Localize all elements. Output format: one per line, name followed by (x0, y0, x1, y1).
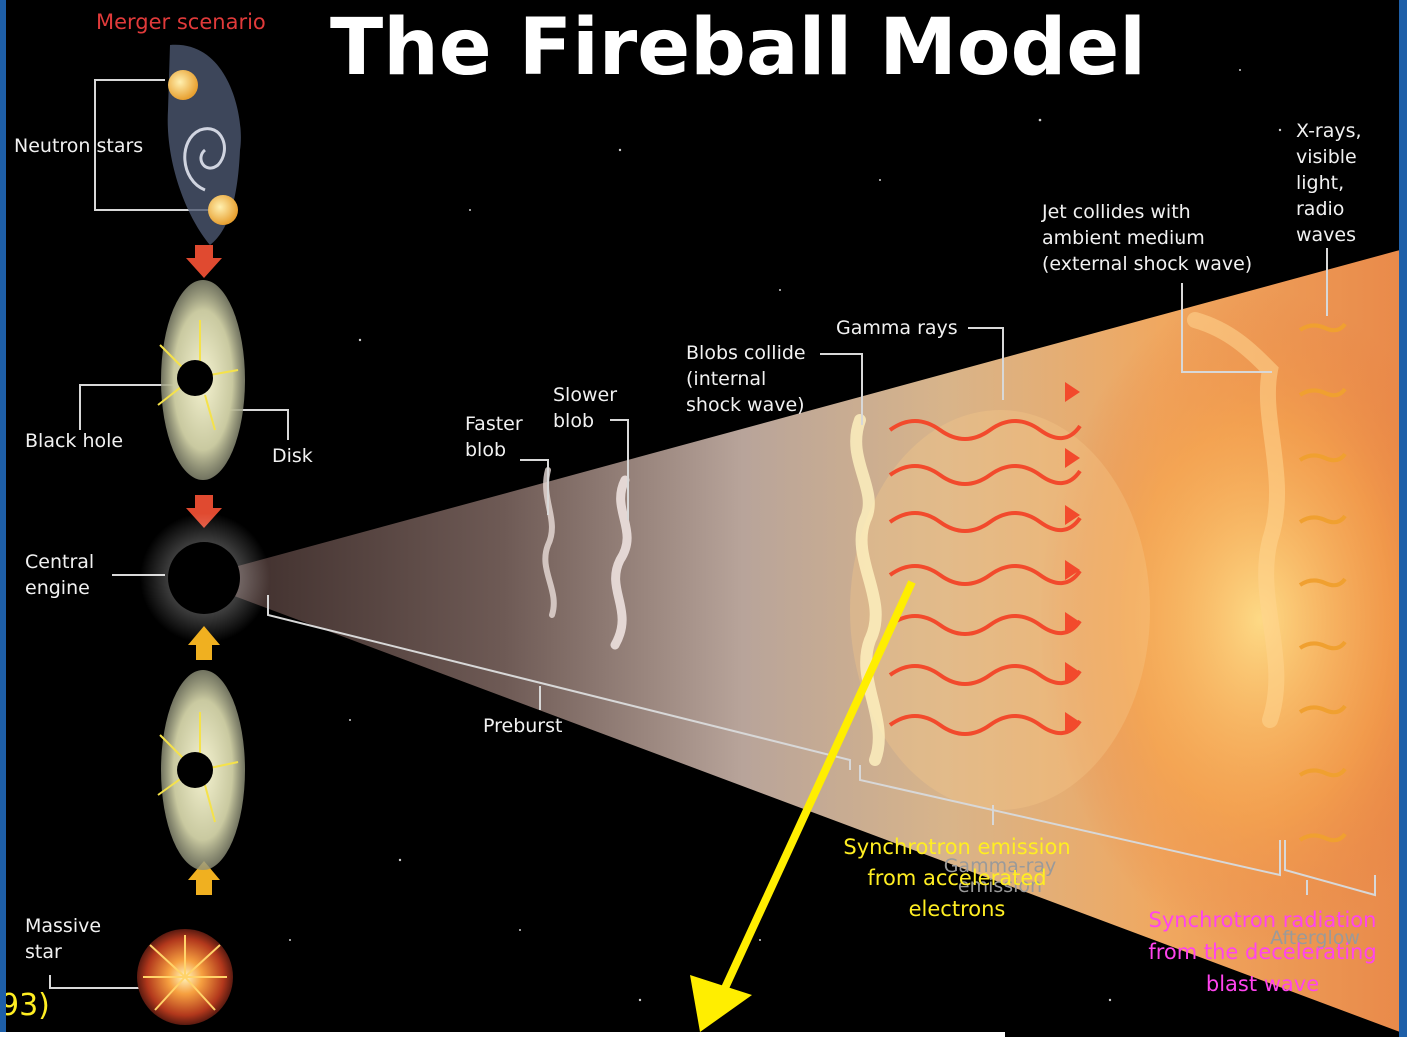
slower-blob-label: Slower blob (553, 384, 618, 432)
central-engine-label: Central engine (25, 551, 95, 599)
synchrotron-radiation-annotation: Synchrotron radiation from the decelerat… (1148, 908, 1377, 996)
red-arrow-1 (186, 245, 222, 278)
yellow-arrow-1 (188, 626, 220, 660)
black-hole-label: Black hole (25, 430, 124, 452)
gamma-ray-emission-label: Gamma-ray emission (943, 855, 1057, 897)
synchrotron-emission-annotation: Synchrotron emission from accelerated el… (843, 835, 1071, 921)
massive-star-label: Massive star (25, 915, 102, 963)
upper-black-hole (177, 360, 213, 396)
left-frame-edge (0, 0, 6, 1037)
neutron-stars-label: Neutron stars (14, 135, 144, 157)
gamma-ray-arrows (888, 419, 1082, 736)
yellow-annotation-arrowhead (690, 975, 752, 1032)
jet-collides-label: Jet collides with ambient medium (extern… (1042, 201, 1253, 275)
leader-lines (49, 79, 1376, 989)
disk-label: Disk (272, 445, 313, 467)
yellow-annotation-arrow-line (721, 580, 916, 990)
lower-black-hole (177, 752, 213, 788)
central-engine-circle (168, 542, 240, 614)
right-frame-edge (1399, 0, 1407, 1037)
afterglow-arrows (1298, 322, 1347, 843)
preburst-label: Preburst (483, 715, 563, 737)
faster-blob-label: Faster blob (465, 413, 523, 461)
gamma-ray-heads (1065, 382, 1080, 732)
neutron-star-spiral (167, 44, 241, 246)
massive-star-rays (143, 935, 227, 1011)
yellow-arrow-2 (188, 861, 220, 895)
lower-flare (157, 712, 239, 823)
citation-fragment: 93) (0, 988, 50, 1023)
gamma-rays-label: Gamma rays (836, 317, 958, 339)
afterglow-label: Afterglow (1270, 927, 1360, 949)
merger-scenario-label: Merger scenario (96, 10, 266, 34)
slide-title: The Fireball Model (330, 3, 1146, 93)
xrays-label: X-rays, visible light, radio waves (1296, 120, 1362, 246)
blobs-collide-label: Blobs collide (internal shock wave) (686, 342, 806, 416)
blob-fronts (542, 312, 1285, 766)
bottom-white-strip (0, 1032, 1005, 1037)
red-arrow-2 (186, 495, 222, 528)
